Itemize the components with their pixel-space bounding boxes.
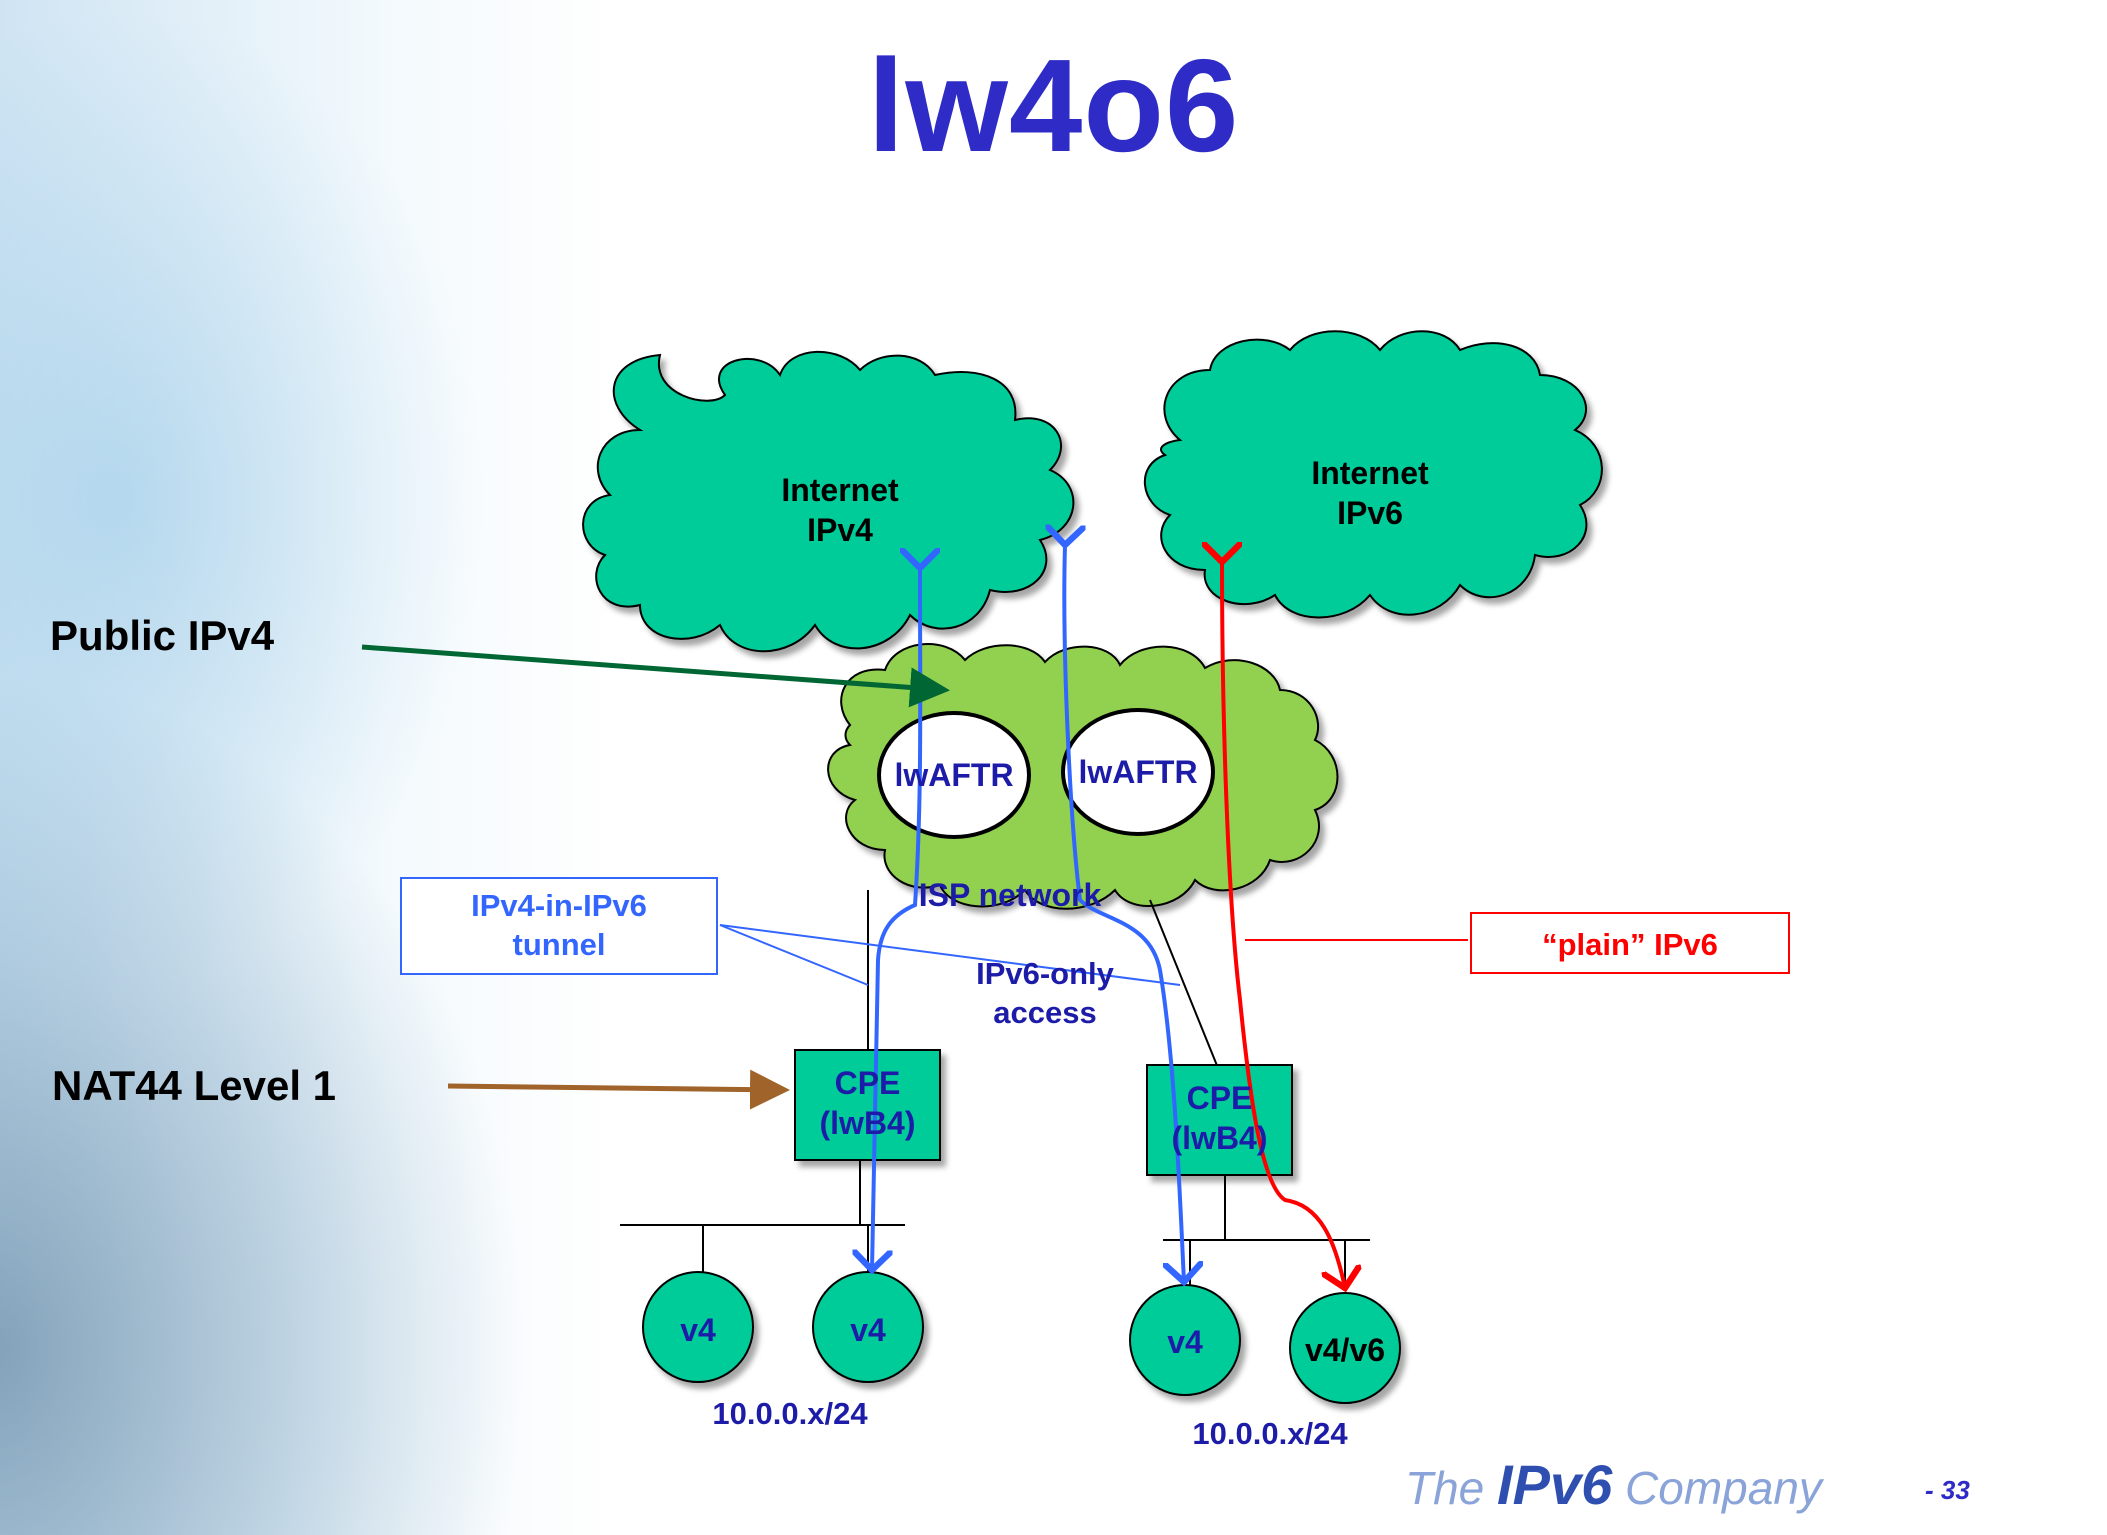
cloud-ipv4-label-line2: IPv4 <box>807 512 873 548</box>
page-number: - 33 <box>1925 1475 1970 1505</box>
host-label: v4/v6 <box>1304 1332 1386 1368</box>
lwaftr-right-label: lwAFTR <box>1078 754 1198 790</box>
logo-ipv6-text: IPv6 <box>1497 1453 1613 1516</box>
host-label: v4 <box>680 1312 716 1348</box>
cpe-left-label-line1: CPE <box>834 1065 901 1101</box>
host-label: v4 <box>850 1312 886 1348</box>
cpe-left-label: CPE (lwB4) <box>795 1063 940 1143</box>
ipv6-only-label-line2: access <box>993 994 1097 1030</box>
cpe-right-label-line2: (lwB4) <box>1171 1120 1268 1156</box>
cloud-internet-ipv4 <box>582 350 1075 653</box>
cloud-ipv4-label: Internet IPv4 <box>755 470 925 550</box>
logo-the-text: The <box>1405 1462 1485 1514</box>
ipv4-flow-left-arrow <box>872 568 920 1270</box>
isp-network-label: ISP network <box>918 877 1102 913</box>
tunnel-callout-box: IPv4-in-IPv6 tunnel <box>400 877 718 975</box>
cpe-left-label-line2: (lwB4) <box>819 1105 916 1141</box>
subnet-right-label: 10.0.0.x/24 <box>1192 1416 1348 1451</box>
company-logo: The IPv6 Company <box>1405 1452 1822 1517</box>
ipv4-flow-right-arrow <box>1064 545 1184 1282</box>
public-ipv4-label: Public IPv4 <box>50 612 275 659</box>
plain-ipv6-callout-box: “plain” IPv6 <box>1470 912 1790 974</box>
ipv6-only-access-label: IPv6-only access <box>940 955 1150 1033</box>
nat44-arrow <box>447 1069 790 1110</box>
nat44-level1-label: NAT44 Level 1 <box>52 1062 337 1109</box>
tunnel-callout-line <box>719 924 869 986</box>
tunnel-label-line2: tunnel <box>512 926 606 962</box>
host-node <box>642 1271 754 1383</box>
cpe-right-label-line1: CPE <box>1186 1080 1253 1116</box>
lwaftr-left-label: lwAFTR <box>894 757 1014 793</box>
logo-company-text: Company <box>1625 1462 1822 1514</box>
host-label: v4 <box>1167 1324 1203 1360</box>
slide-title: lw4o6 <box>867 32 1240 179</box>
ipv6-flow-arrow <box>1222 562 1345 1288</box>
cloud-ipv6-label-line2: IPv6 <box>1337 495 1403 531</box>
tunnel-label-line1: IPv4-in-IPv6 <box>471 888 647 923</box>
public-ipv4-arrow <box>361 644 950 708</box>
cloud-ipv4-label-line1: Internet <box>781 472 899 508</box>
host-node <box>1289 1292 1401 1404</box>
subnet-left-label: 10.0.0.x/24 <box>712 1396 868 1431</box>
cloud-ipv6-label-line1: Internet <box>1311 455 1429 491</box>
cpe-right-label: CPE (lwB4) <box>1147 1078 1292 1158</box>
cloud-ipv6-label: Internet IPv6 <box>1285 453 1455 533</box>
ipv6-only-label-line1: IPv6-only <box>976 956 1114 991</box>
